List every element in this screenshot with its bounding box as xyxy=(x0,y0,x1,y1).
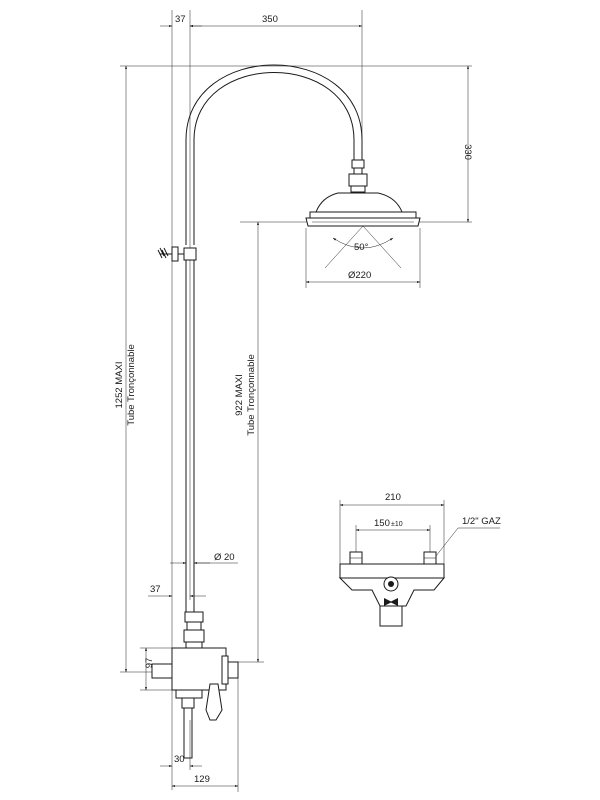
dimension-mixer-height: 97 xyxy=(140,647,172,691)
dimension-inlet-spacing-label: 150 xyxy=(374,518,390,529)
thermostatic-mixer-front-view xyxy=(338,551,446,627)
spray-angle-label: 50° xyxy=(354,242,369,253)
dimension-top-offset: 37 xyxy=(160,14,202,28)
dimension-mixer-height-label: 97 xyxy=(144,658,155,669)
dimension-total-height: 1252 MAXI Tube Tronçonnable xyxy=(114,65,172,673)
dimension-column-height-label: 922 MAXI xyxy=(234,374,245,416)
dimension-inlet-tolerance-label: ±10 xyxy=(391,521,403,528)
shower-arm xyxy=(185,64,363,245)
shower-head xyxy=(305,192,421,227)
dimension-column-height-note: Tube Tronçonnable xyxy=(246,354,257,436)
thread-callout-label: 1/2" GAZ xyxy=(462,516,501,527)
dimension-total-height-label: 1252 MAXI xyxy=(114,362,125,409)
dimension-arm-reach: 350 xyxy=(189,14,363,28)
dimension-bottom-offset: 30 xyxy=(160,720,202,770)
dimension-arm-reach-label: 350 xyxy=(262,14,278,25)
dimension-head-diameter: Ø220 xyxy=(305,228,421,288)
lower-connector xyxy=(183,611,205,649)
dimension-top-offset-label: 37 xyxy=(175,14,186,25)
dimension-column-height: 922 MAXI Tube Tronçonnable xyxy=(230,221,264,663)
spray-angle-indicator: 50° xyxy=(324,225,402,269)
thermostatic-mixer-side-view xyxy=(151,647,239,759)
thread-callout: 1/2" GAZ xyxy=(435,516,501,557)
arm-connector xyxy=(348,159,368,193)
dimension-mixer-depth: 129 xyxy=(171,678,239,792)
dimension-head-height: 330 xyxy=(462,65,473,223)
dimension-mixer-depth-label: 129 xyxy=(194,774,210,785)
dimension-total-height-note: Tube Tronçonnable xyxy=(126,344,137,426)
dimension-tube-diameter: Ø 20 xyxy=(170,552,238,565)
dimension-head-height-label: 330 xyxy=(462,144,473,160)
dimension-lower-offset-label: 37 xyxy=(150,584,161,595)
dimension-head-diameter-label: Ø220 xyxy=(348,270,371,281)
wall-bracket xyxy=(157,246,197,262)
dimension-inlet-spacing: 150 ±10 xyxy=(355,518,431,552)
dimension-bottom-offset-label: 30 xyxy=(174,754,185,765)
riser-tube xyxy=(185,260,195,612)
dimension-tube-diameter-label: Ø 20 xyxy=(214,552,235,563)
dimension-lower-offset: 37 xyxy=(148,584,206,598)
dimension-mixer-width-label: 210 xyxy=(385,492,401,503)
dimension-mixer-width: 210 xyxy=(339,492,445,564)
